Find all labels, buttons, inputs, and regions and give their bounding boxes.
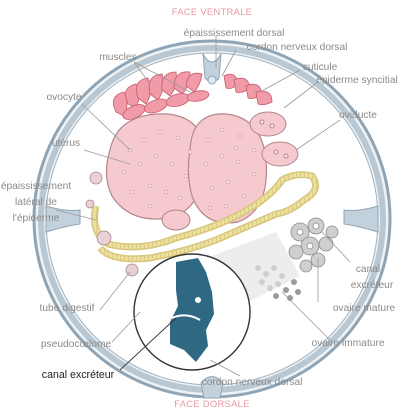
oviduct-upper: [249, 111, 287, 137]
muscle-cell: [135, 77, 151, 105]
label-pseudocoelome: pseudocœlome: [41, 339, 112, 350]
oocyte-small: [161, 209, 191, 231]
muscle-cell: [185, 72, 203, 93]
muscle-cell: [255, 90, 273, 106]
dorsal-thickening: [200, 376, 224, 399]
label-epiderme-syncitial: épiderme syncitial: [316, 75, 398, 86]
oviducts: [161, 111, 299, 231]
excretory-canal-lumen: [171, 314, 201, 321]
leader-lines: [55, 36, 351, 377]
label-ovaire-mature: ovaire mature: [333, 303, 396, 314]
lateral-thickening-left: [45, 205, 81, 233]
label-cordon-nerveux-dorsal-top: cordon nerveux dorsal: [247, 42, 348, 53]
label-canal-excreteur-inset: canal excréteur: [42, 369, 115, 381]
lateral-thickening-right: [343, 205, 379, 233]
label-muscles: muscles: [99, 52, 136, 63]
label-epaississement-lateral-2: latéral de: [15, 197, 57, 208]
label-oviducte: oviducte: [339, 110, 377, 121]
oviduct-lower: [261, 141, 299, 167]
label-epaississement-dorsal: épaississement dorsal: [184, 28, 285, 39]
excretory-canal-nucleus: [195, 297, 201, 303]
label-cuticule: cuticule: [303, 62, 338, 73]
uterus: [105, 113, 268, 224]
excretory-canal-cell: [170, 258, 214, 362]
label-cordon-nerveux-dorsal-bottom: cordon nerveux dorsal: [202, 377, 303, 388]
uterus-eggs: [121, 127, 257, 211]
label-uterus: utérus: [52, 138, 80, 149]
muscle-cell: [173, 71, 191, 95]
intestine-inner: [92, 172, 318, 261]
label-face-ventrale: FACE VENTRALE: [172, 6, 252, 17]
label-canal-excreteur-right-1: canal: [356, 264, 380, 275]
label-ovaire-immature: ovaire immature: [311, 338, 384, 349]
magnifier-cone: [190, 232, 300, 306]
epidermal-thickenings: [45, 53, 379, 399]
label-epaississement-lateral-1: épaississement: [1, 181, 71, 192]
labels: FACE VENTRALE FACE DORSALE épaississemen…: [1, 6, 398, 409]
muscle-cell: [161, 71, 177, 97]
label-ovocyte: ovocyte: [46, 92, 81, 103]
ventral-nerve-cord: [207, 75, 217, 85]
label-epaississement-lateral-3: l'épiderme: [13, 213, 60, 224]
intestine: [91, 171, 320, 263]
label-tube-digestif: tube digestif: [40, 303, 95, 314]
excretory-canal-inset: [133, 232, 300, 371]
muscle-cells: [112, 71, 273, 120]
muscle-cell: [186, 90, 210, 102]
label-canal-excreteur-right-2: excréteur: [351, 280, 394, 291]
label-face-dorsale: FACE DORSALE: [174, 398, 250, 409]
